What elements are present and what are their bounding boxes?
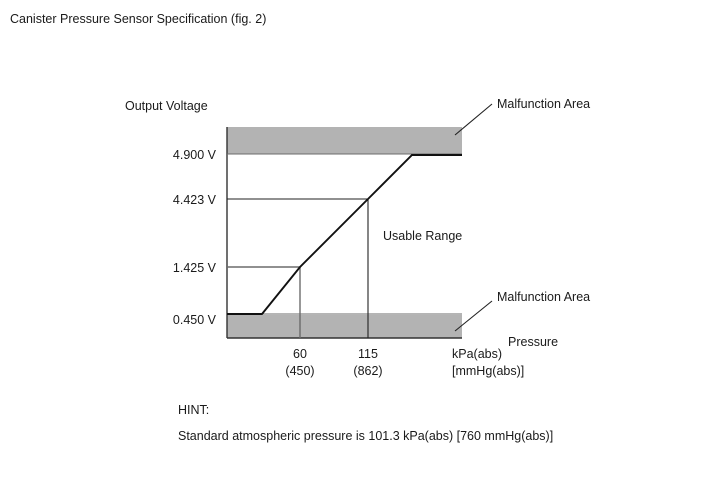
y-tick-label-4423: 4.423 V bbox=[173, 193, 217, 207]
malfunction-area-lower-label: Malfunction Area bbox=[497, 290, 590, 304]
y-tick-label-1425: 1.425 V bbox=[173, 261, 217, 275]
x-tick-sublabel-862: (862) bbox=[353, 364, 382, 378]
page-title: Canister Pressure Sensor Specification (… bbox=[10, 12, 267, 26]
x-axis-units-kpa: kPa(abs) bbox=[452, 347, 502, 361]
sensor-output-curve bbox=[227, 154, 462, 315]
leader-line-malfunction-lower bbox=[454, 300, 493, 332]
hint-heading: HINT: bbox=[178, 403, 209, 417]
leader-line-malfunction-upper bbox=[454, 103, 493, 136]
x-tick-label-115: 115 bbox=[358, 347, 378, 361]
lower-malfunction-band bbox=[227, 315, 462, 338]
usable-range-label: Usable Range bbox=[383, 229, 462, 243]
y-tick-label-4900: 4.900 V bbox=[173, 148, 217, 162]
upper-malfunction-band bbox=[227, 127, 462, 154]
x-axis-units-mmhg: [mmHg(abs)] bbox=[452, 364, 524, 378]
malfunction-area-upper-label: Malfunction Area bbox=[497, 97, 590, 111]
x-tick-label-60: 60 bbox=[293, 347, 307, 361]
x-axis-title: Pressure bbox=[508, 335, 558, 349]
y-axis-title: Output Voltage bbox=[125, 99, 208, 113]
x-tick-sublabel-450: (450) bbox=[285, 364, 314, 378]
y-tick-label-0450: 0.450 V bbox=[173, 313, 217, 327]
hint-body: Standard atmospheric pressure is 101.3 k… bbox=[178, 429, 553, 443]
